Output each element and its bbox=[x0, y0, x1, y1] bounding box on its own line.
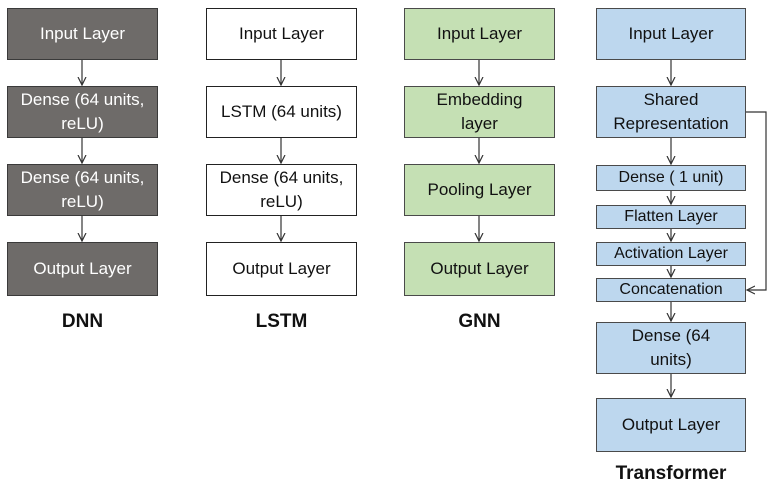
transformer-output-layer: Output Layer bbox=[596, 398, 746, 452]
transformer-concatenation: Concatenation bbox=[596, 278, 746, 302]
lstm-dense-layer: Dense (64 units, reLU) bbox=[206, 164, 357, 216]
transformer-dense-64-units: Dense (64 units) bbox=[596, 322, 746, 374]
dnn-input-layer: Input Layer bbox=[7, 8, 158, 60]
transformer-activation-layer: Activation Layer bbox=[596, 242, 746, 266]
transformer-skip-connection bbox=[746, 111, 767, 290]
gnn-input-layer: Input Layer bbox=[404, 8, 555, 60]
lstm-lstm-layer: LSTM (64 units) bbox=[206, 86, 357, 138]
dnn-dense-layer-1: Dense (64 units, reLU) bbox=[7, 86, 158, 138]
lstm-output-layer: Output Layer bbox=[206, 242, 357, 296]
gnn-title: GNN bbox=[458, 311, 501, 332]
gnn-output-layer: Output Layer bbox=[404, 242, 555, 296]
dnn-title: DNN bbox=[61, 311, 104, 332]
lstm-input-layer: Input Layer bbox=[206, 8, 357, 60]
transformer-input-layer: Input Layer bbox=[596, 8, 746, 60]
gnn-pooling-layer: Pooling Layer bbox=[404, 164, 555, 216]
lstm-title: LSTM bbox=[255, 311, 308, 332]
transformer-shared-representation: Shared Representation bbox=[596, 86, 746, 138]
dnn-output-layer: Output Layer bbox=[7, 242, 158, 296]
transformer-flatten-layer: Flatten Layer bbox=[596, 205, 746, 229]
gnn-embedding-layer: Embedding layer bbox=[404, 86, 555, 138]
transformer-dense-1-unit: Dense ( 1 unit) bbox=[596, 165, 746, 191]
dnn-dense-layer-2: Dense (64 units, reLU) bbox=[7, 164, 158, 216]
transformer-title: Transformer bbox=[615, 463, 727, 484]
